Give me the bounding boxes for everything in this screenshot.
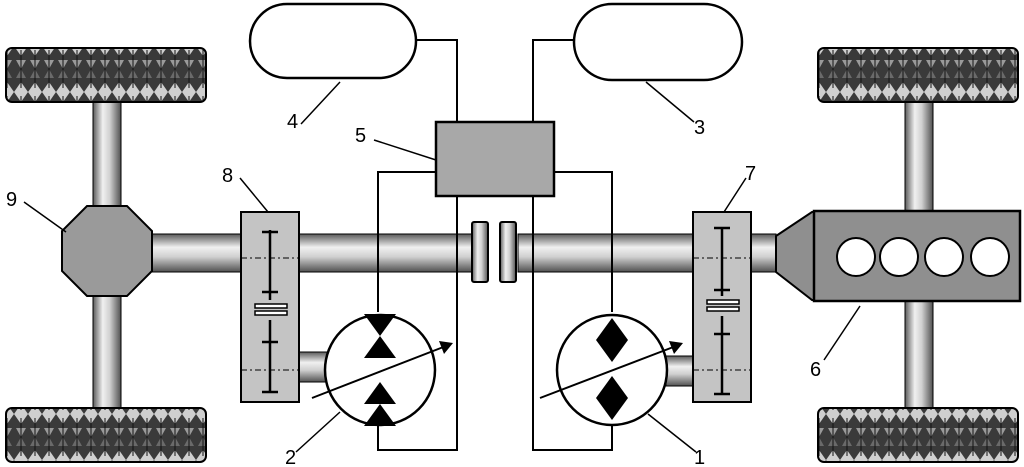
label-2: 2	[285, 447, 296, 467]
engine-icon	[775, 209, 1022, 303]
gearbox-icon	[240, 211, 300, 403]
hydraulic-lines	[377, 39, 613, 451]
label-8: 8	[222, 165, 233, 187]
label-3: 3	[694, 117, 705, 139]
tire-icon	[817, 407, 1019, 463]
tire-icon	[5, 47, 207, 103]
label-7: 7	[745, 163, 756, 185]
label-4: 4	[287, 111, 298, 133]
driveshaft-left	[149, 233, 473, 273]
label-9: 9	[6, 189, 17, 211]
tire-icon	[817, 47, 1019, 103]
differential-icon	[61, 205, 153, 297]
gearbox-icon	[692, 211, 752, 403]
control-valve-block	[434, 120, 556, 198]
label-1: 1	[694, 447, 705, 467]
hydraulic-motor-icon	[539, 313, 683, 427]
accumulator-icon	[572, 2, 744, 82]
tire-icon	[5, 407, 207, 463]
leader-lines	[23, 81, 861, 453]
label-6: 6	[810, 359, 821, 381]
accumulator-icon	[248, 2, 418, 80]
clutch-icon	[471, 221, 517, 283]
hydraulic-pump-icon	[311, 313, 453, 427]
label-5: 5	[355, 125, 366, 147]
